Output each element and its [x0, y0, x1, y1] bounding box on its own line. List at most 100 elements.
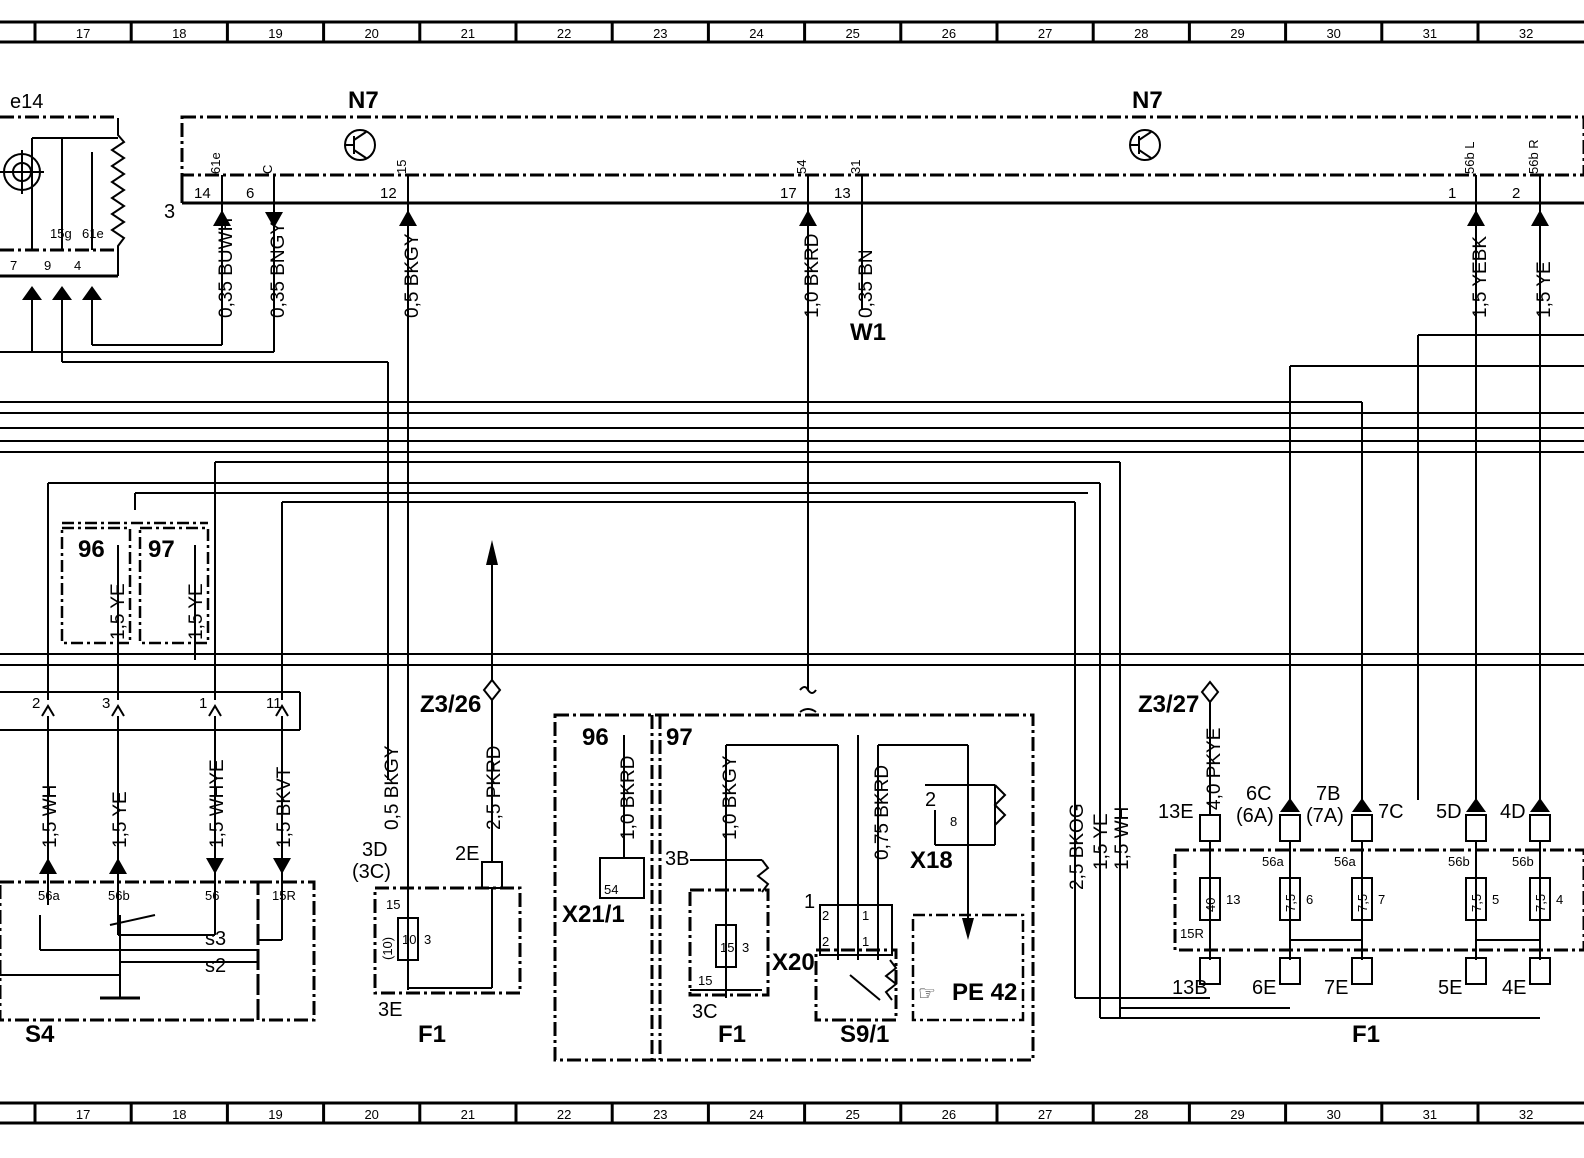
f1-right-bottom-connector [1199, 957, 1221, 985]
wire-97-label: 1,5 YE [186, 583, 207, 640]
n7-pin-number: 17 [780, 185, 797, 202]
column-number: 31 [1423, 26, 1437, 41]
column-number: 32 [1519, 26, 1533, 41]
f1-right-fuse-rating: 7,5 [1533, 894, 1548, 912]
n7-connector-label: 3 [164, 201, 175, 223]
x20-label: X20 [772, 949, 815, 976]
f1-right-top-label: 13E [1158, 801, 1194, 823]
f1-right-fuse-num: 6 [1306, 892, 1313, 907]
s4-term: 15R [272, 888, 296, 903]
f1-right-fuse-rating: 7,5 [1355, 894, 1370, 912]
f1-mid-label: F1 [718, 1021, 746, 1048]
f1-left-wire: 0,5 BKGY [382, 745, 403, 830]
f1-right-top-connector [1199, 814, 1221, 842]
f1-left-term: 15 [386, 897, 400, 912]
e14-term-61e: 61e [82, 226, 104, 241]
n7-pin-wire-label: 1,5 YEBK [1470, 236, 1491, 318]
x21-1-wire: 1,0 BKRD [618, 756, 639, 840]
column-number: 17 [76, 1107, 90, 1122]
column-number: 30 [1326, 1107, 1340, 1122]
ref-96-mid: 96 [582, 724, 609, 751]
s4-pin-arrow [111, 704, 125, 717]
s9-1-wire: 0,75 BKRD [872, 765, 893, 860]
f1-right-bottom-connector [1529, 957, 1551, 985]
n7-pin-number: 1 [1448, 185, 1456, 202]
f1-left-fuse-box [373, 861, 522, 995]
s4-term: 56b [108, 888, 130, 903]
f1-right-fuse [1199, 877, 1221, 921]
s4-wire-label: 1,5 WHYE [207, 759, 228, 848]
s4-pin-arrow [206, 858, 224, 874]
ref-96-left: 96 [78, 536, 105, 563]
n7-pin-number: 12 [380, 185, 397, 202]
x21-1-connector [599, 735, 645, 899]
transistor-icon [1129, 129, 1161, 161]
x18-connector [925, 784, 1007, 846]
column-number: 26 [942, 26, 956, 41]
n7-pin-number: 6 [246, 185, 254, 202]
column-number: 21 [461, 26, 475, 41]
f1-right-fuse [1465, 877, 1487, 921]
f1-right-bottom-label: 5E [1438, 977, 1462, 999]
s4-switch-body [0, 880, 316, 1022]
z3-26-label: Z3/26 [420, 691, 481, 718]
f1-right-fuse-rating: 40 [1203, 898, 1218, 912]
column-number: 28 [1134, 26, 1148, 41]
n7-label-right: N7 [1132, 87, 1163, 114]
pe42-label: PE 42 [952, 979, 1017, 1006]
f1-right-top-connector [1465, 814, 1487, 842]
n7-pin-term: 56b L [1462, 141, 1477, 174]
column-number: 23 [653, 26, 667, 41]
mid-enclosure [553, 686, 1035, 1062]
wire-96-label: 1,5 YE [108, 583, 129, 640]
f1-right-term: 56b [1448, 854, 1470, 869]
w1-label: W1 [850, 319, 886, 346]
f1-right-fuse-num: 5 [1492, 892, 1499, 907]
s9-1-label: S9/1 [840, 1021, 889, 1048]
s9-1-switch [814, 735, 974, 1022]
s4-term: 56 [205, 888, 219, 903]
f1-left-top2-label: (3C) [352, 861, 391, 883]
f1-right-fuse [1279, 877, 1301, 921]
f1-right-top-label: 6C [1246, 783, 1272, 805]
f1-right-fuse-bank [1173, 848, 1584, 952]
n7-pin-wire-label: 1,5 YE [1534, 261, 1555, 318]
column-number: 29 [1230, 26, 1244, 41]
f1-left-bottom-label: 3E [378, 999, 402, 1021]
n7-pin-wire-label: 0,35 BN [856, 249, 877, 318]
transistor-icon [344, 129, 376, 161]
column-number: 19 [268, 26, 282, 41]
ref-97-mid: 97 [666, 724, 693, 751]
s4-switch-s2: s2 [205, 955, 226, 977]
f1-left-fuse-alt: (10) [380, 937, 395, 960]
f1-right-bottom-label: 13B [1172, 977, 1208, 999]
z3-27-wire: 4,0 PKYE [1204, 728, 1225, 810]
s9-1-pin-1b: 1 [862, 908, 869, 923]
f1-left-z-wire: 2,5 PKRD [484, 746, 505, 830]
f1-mid-wire: 1,0 BKGY [720, 755, 741, 840]
bus-lines [0, 190, 1584, 1019]
s9-1-pin-2b: 2 [822, 934, 829, 949]
column-number: 23 [653, 1107, 667, 1122]
s4-wire-label: 1,5 BKVT [274, 766, 295, 848]
s4-wire-label: 1,5 YE [110, 791, 131, 848]
f1-right-top-connector [1351, 814, 1373, 842]
column-number: 19 [268, 1107, 282, 1122]
f1-right-top-label: (6A) [1236, 805, 1274, 827]
f1-mid-bottom-label: 3C [692, 1001, 718, 1023]
f1-mid-term: 15 [698, 973, 712, 988]
n7-pin-term: 31 [848, 160, 863, 174]
s4-pin-number: 1 [199, 695, 207, 712]
f1-right-term: 56b [1512, 854, 1534, 869]
e14-term-15g: 15g [50, 226, 72, 241]
n7-pin-term: 61e [208, 152, 223, 174]
f1-right-fuse-rating: 7,5 [1469, 894, 1484, 912]
n7-pin-wire-label: 1,0 BKRD [802, 234, 823, 318]
f1-left-fuse-rating: 10 [402, 932, 416, 947]
s4-pin-arrow [208, 704, 222, 717]
column-number: 30 [1326, 26, 1340, 41]
f1-right-fuse-term: 15R [1180, 926, 1204, 941]
